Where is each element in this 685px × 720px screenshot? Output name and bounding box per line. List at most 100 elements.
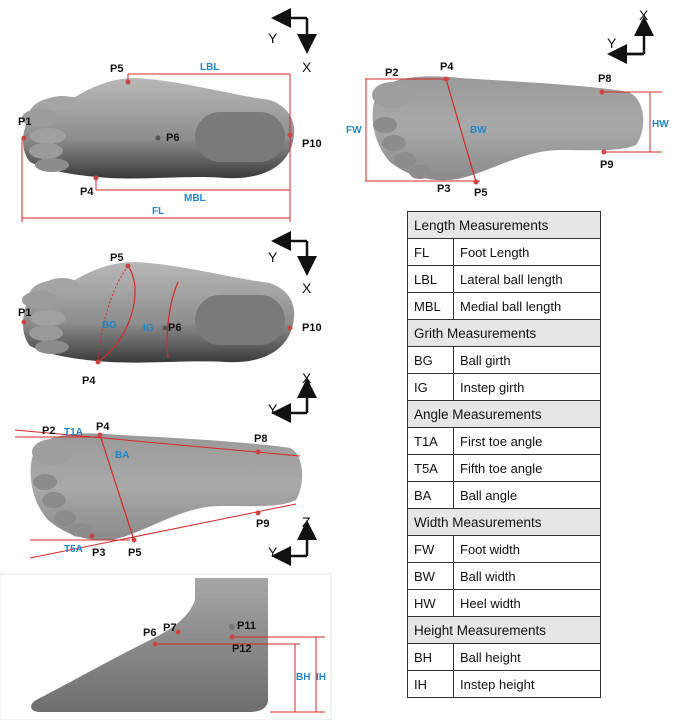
table-section-header: Angle Measurements [407,400,601,428]
axis-gizmo: X Y [268,231,317,296]
point-marker [89,533,95,539]
measure-label: T5A [64,544,83,555]
measure-description: Fifth toe angle [453,454,601,482]
toe [394,152,416,168]
ball-line [99,434,135,541]
sole-shape [30,433,303,541]
measure-label: BG [102,320,117,331]
point-label: P4 [80,186,94,198]
measure-description: Instep height [453,670,601,698]
axis-z-label: Z [302,514,311,530]
measure-label: BW [470,125,487,136]
side-view-heights: P6 P7 P11 P12 BH IH Z Y [0,514,332,720]
toe [32,439,72,465]
point-label: P6 [168,322,181,334]
point-label: P5 [110,63,123,75]
measure-abbreviation: IH [407,670,454,698]
table-section-header: Length Measurements [407,211,601,239]
table-section-header: Width Measurements [407,508,601,536]
point-marker [125,79,131,85]
axis-gizmo: Z Y [268,514,317,566]
point-marker [152,641,158,647]
sole-view-angles: P2 P4 P8 P9 P3 P5 T1A BA T5A X Y [14,370,317,559]
measure-description: Ball angle [453,481,601,509]
axis-y-label: Y [268,401,278,417]
point-marker [21,135,27,141]
point-label: P4 [440,61,454,73]
point-label: P8 [254,433,267,445]
point-label: P2 [385,67,398,79]
measure-label: HW [652,119,669,130]
measure-abbreviation: BG [407,346,454,374]
measure-label: T1A [64,427,83,438]
point-marker [175,629,181,635]
point-marker [93,175,99,181]
point-label: P2 [42,425,55,437]
point-label: P4 [96,421,110,433]
toe [42,492,66,508]
point-label: P3 [437,183,450,195]
point-label: P9 [256,518,269,530]
measure-description: Foot Length [453,238,601,266]
measure-abbreviation: HW [407,589,454,617]
toe [372,82,412,108]
measure-abbreviation: FL [407,238,454,266]
toe [30,128,66,144]
toe [54,510,76,526]
point-label: P8 [598,73,611,85]
side-foot-shape [31,578,268,712]
toe [35,158,69,172]
toe [409,165,431,179]
point-marker [287,132,293,138]
toe [382,135,406,151]
heel-pad [195,112,285,162]
section-title: Length Measurements [407,211,601,239]
section-title: Angle Measurements [407,400,601,428]
axis-y-label: Y [268,544,278,560]
bg-curve-back [97,265,129,363]
measure-abbreviation: T5A [407,454,454,482]
toe [35,340,69,354]
point-marker [97,432,103,438]
point-label: P1 [18,116,31,128]
sole-shape [372,76,644,181]
toe [22,109,58,127]
measure-label: LBL [200,62,219,73]
point-label: P12 [232,643,252,655]
measure-description: Foot width [453,535,601,563]
point-label: P7 [163,622,176,634]
section-title: Height Measurements [407,616,601,644]
point-marker [21,319,27,325]
toe [29,325,63,341]
lateral-line [29,503,297,559]
point-label: P9 [600,159,613,171]
toe [22,291,58,309]
axis-x-label: X [639,7,649,23]
axis-gizmo: X Y [268,370,317,423]
point-marker [125,263,131,269]
top-view-lengths: P5 P1 P6 P10 P4 LBL MBL FL X Y [18,8,322,222]
measure-description: Heel width [453,589,601,617]
toe [33,474,57,490]
measure-description: Medial ball length [453,292,601,320]
point-marker [229,634,235,640]
measure-label: IG [143,323,154,334]
point-label: P6 [143,627,156,639]
toe [373,117,397,133]
measure-description: Ball height [453,643,601,671]
point-label: P6 [166,132,179,144]
sole-view-widths: P2 P4 P8 P3 P5 P9 FW BW HW X Y [346,7,669,199]
point-marker [443,76,449,82]
point-label: P5 [128,547,141,559]
measure-label: FW [346,125,362,136]
toe [29,143,63,159]
toe [46,278,78,292]
axis-gizmo: X Y [607,7,654,64]
toe [46,96,78,110]
point-marker [287,325,293,331]
